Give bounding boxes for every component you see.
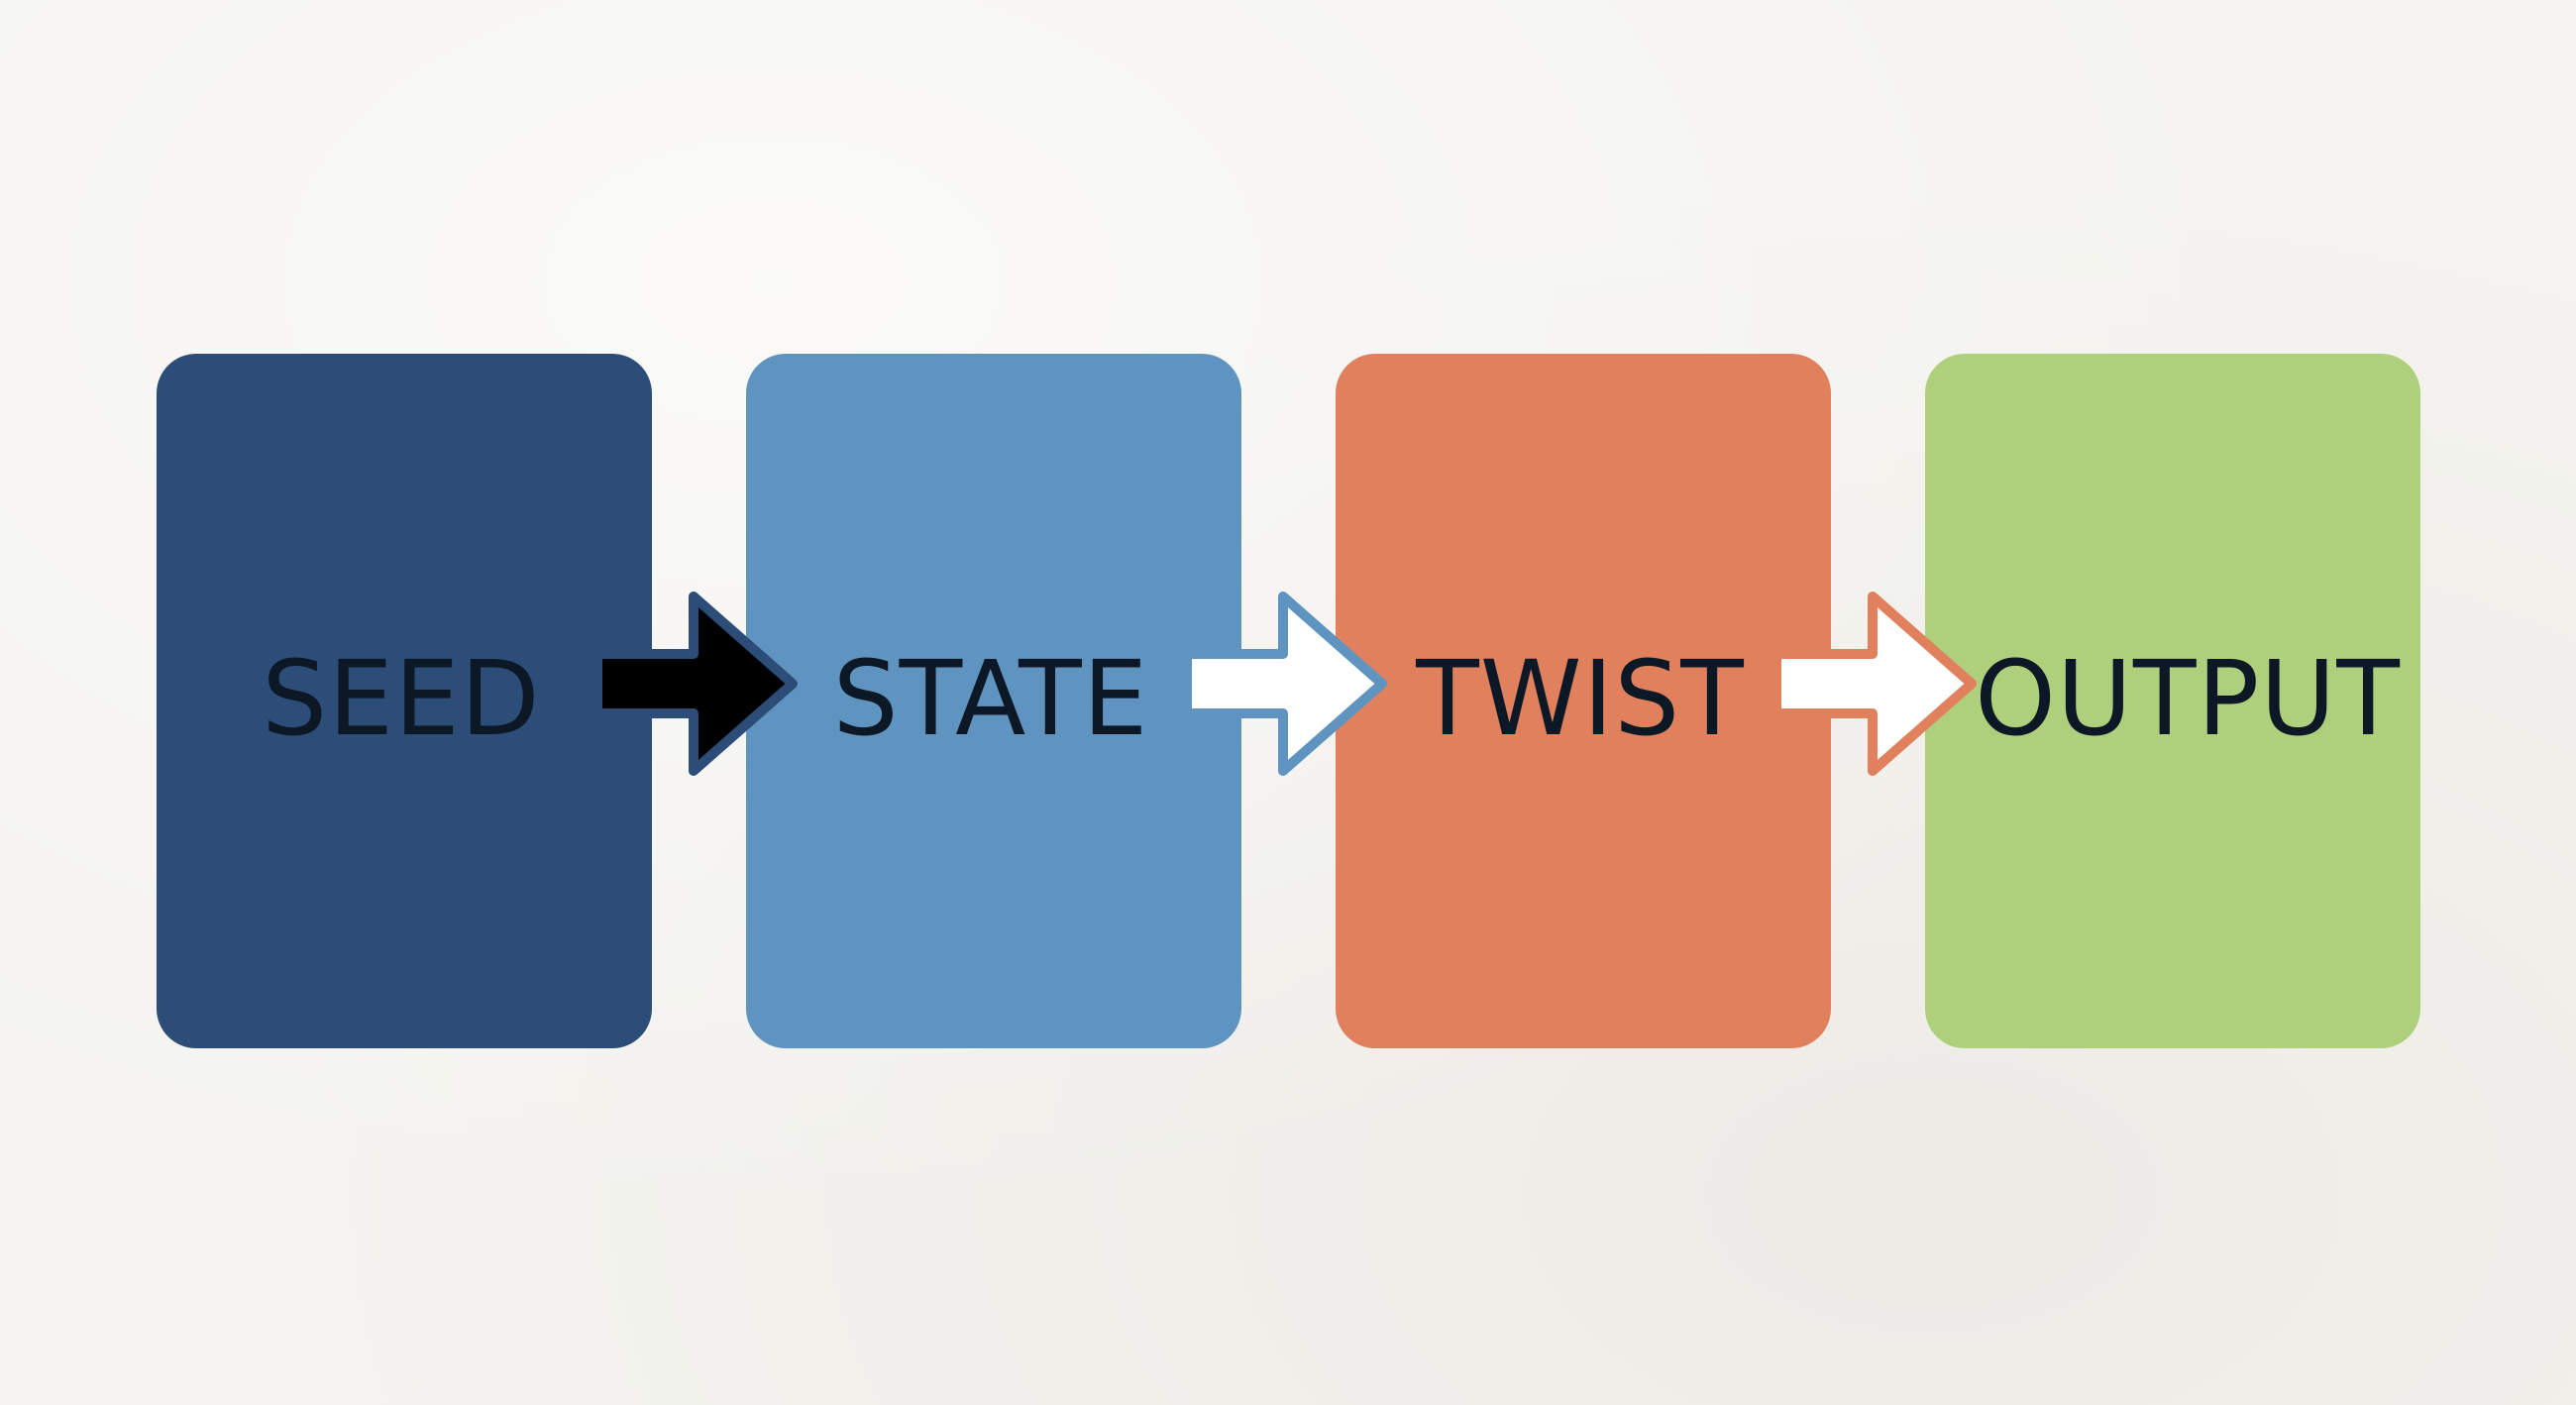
arrow-right-icon bbox=[1182, 592, 1387, 776]
twist-to-output-arrow bbox=[1771, 592, 1977, 776]
output-box bbox=[1925, 354, 2420, 1048]
seed-label: SEED bbox=[262, 638, 541, 759]
twist-label: TWIST bbox=[1416, 638, 1745, 759]
seed-to-state-arrow bbox=[592, 592, 798, 776]
arrow-right-icon bbox=[592, 592, 798, 776]
state-to-twist-arrow bbox=[1182, 592, 1387, 776]
state-label: STATE bbox=[832, 638, 1149, 759]
arrow-right-icon bbox=[1771, 592, 1977, 776]
seed-box bbox=[157, 354, 652, 1048]
twist-box bbox=[1336, 354, 1831, 1048]
state-box bbox=[746, 354, 1241, 1048]
output-label: OUTPUT bbox=[1975, 638, 2401, 759]
